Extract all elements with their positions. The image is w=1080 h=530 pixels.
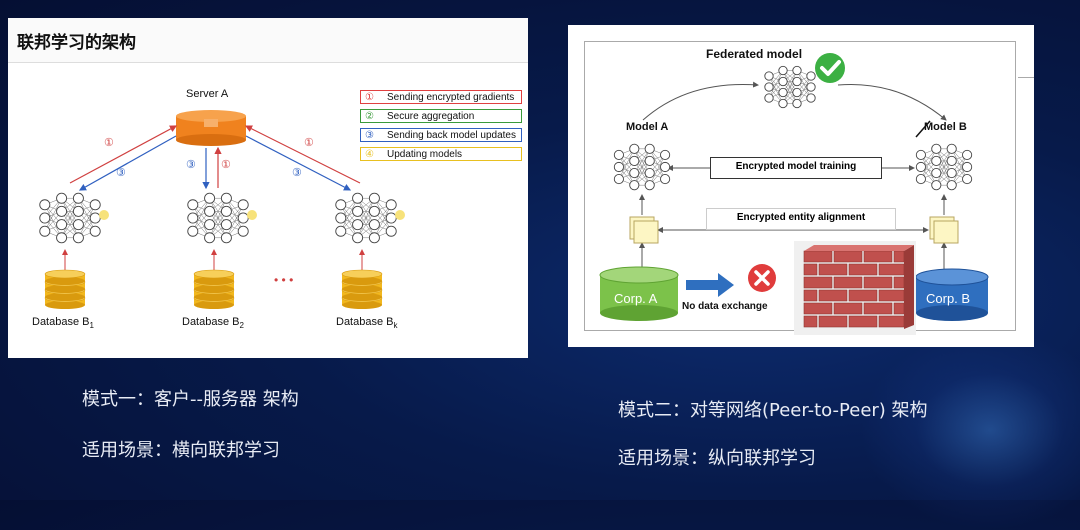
ellipsis-dots: • • •: [274, 273, 293, 287]
sample-document-icon-b: [930, 217, 958, 243]
update-marker-3: [395, 210, 405, 220]
federated-model-network-icon: [765, 66, 815, 107]
panel-a-graphics: [8, 18, 528, 358]
database-icon-3: [342, 270, 382, 309]
no-data-exchange-label: No data exchange: [682, 301, 768, 312]
corp-b-label: Corp. B: [926, 291, 970, 306]
neural-network-icon-1: [40, 193, 100, 243]
arrow-update-right: [246, 136, 350, 190]
encrypted-model-training-box: Encrypted model training: [710, 157, 882, 179]
mode-2-caption: 模式二：对等网络(Peer-to-Peer) 架构: [618, 396, 928, 422]
step-1-label-right: ①: [304, 136, 314, 149]
arrow-gradient-right: [246, 126, 360, 183]
peer-to-peer-diagram-panel: Federated model Model A Model B Encrypte…: [568, 25, 1034, 347]
encrypted-entity-alignment-box: Encrypted entity alignment: [706, 208, 896, 230]
model-a-network-icon: [614, 144, 669, 190]
neural-network-icon-2: [188, 193, 248, 243]
database-icon-1: [45, 270, 85, 309]
step-3-label-middle: ③: [186, 158, 196, 171]
federated-model-label: Federated model: [706, 47, 802, 61]
server-icon: [176, 110, 246, 146]
cross-icon: [748, 264, 776, 292]
mode-1-caption: 模式一：客户--服务器 架构: [82, 385, 299, 411]
update-marker-2: [247, 210, 257, 220]
neural-network-icon-3: [336, 193, 396, 243]
step-1-label-left: ①: [104, 136, 114, 149]
update-marker-1: [99, 210, 109, 220]
check-icon: [815, 53, 845, 83]
database-label-k: Database Bk: [336, 316, 397, 330]
sample-document-icon-a: [630, 217, 658, 243]
database-label-1: Database B1: [32, 316, 94, 330]
corp-a-label: Corp. A: [614, 291, 657, 306]
model-b-label: Model B: [924, 121, 967, 133]
step-3-label-right: ③: [292, 166, 302, 179]
client-server-diagram-panel: 联邦学习的架构: [8, 18, 528, 358]
step-1-label-middle: ①: [221, 158, 231, 171]
data-arrow-icon: [686, 273, 734, 297]
curve-model-a-to-federated: [643, 84, 758, 120]
curve-federated-to-model-b: [838, 84, 946, 120]
model-a-label: Model A: [626, 121, 668, 133]
arrow-update-left: [80, 136, 176, 190]
database-label-2: Database B2: [182, 316, 244, 330]
scene-1-caption: 适用场景：横向联邦学习: [82, 436, 280, 462]
firewall-brick-icon: [794, 241, 916, 335]
scene-2-caption: 适用场景：纵向联邦学习: [618, 444, 816, 470]
server-label: Server A: [186, 88, 228, 100]
server-highlight: [204, 119, 218, 127]
database-icon-2: [194, 270, 234, 309]
frame-edge-line: [1018, 77, 1034, 78]
background-glow: [860, 330, 1080, 530]
model-b-network-icon: [916, 144, 971, 190]
step-3-label-left: ③: [116, 166, 126, 179]
